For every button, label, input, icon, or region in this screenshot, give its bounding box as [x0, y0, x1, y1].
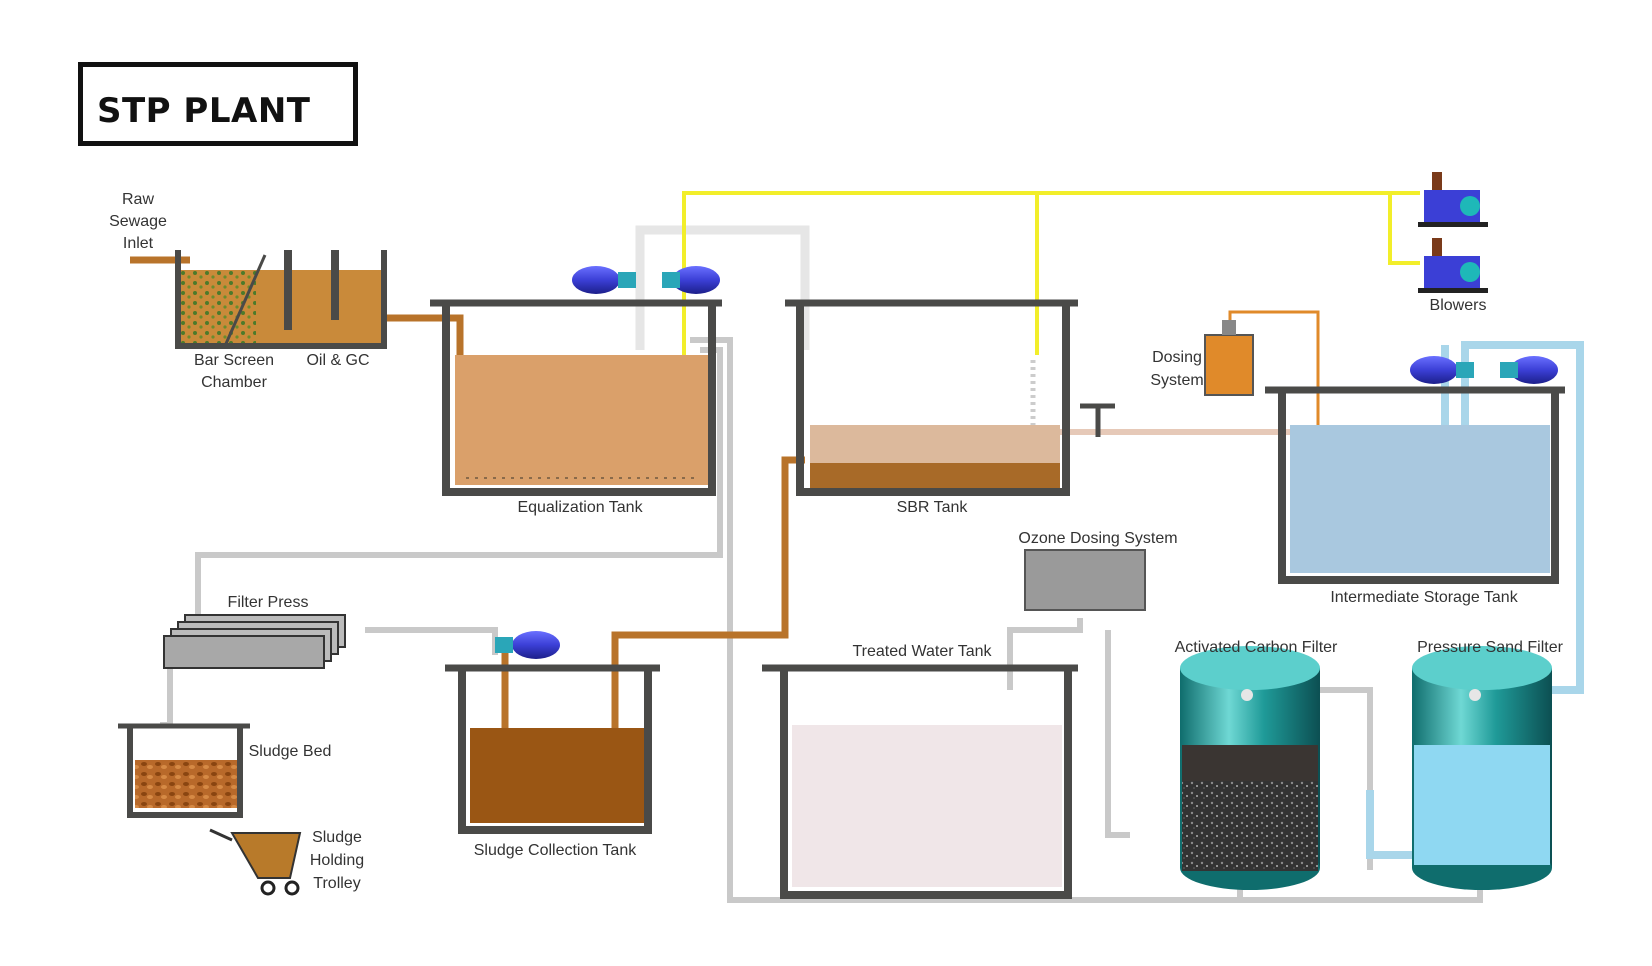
label-equalization-tank: Equalization Tank	[517, 499, 643, 516]
label-filter-press: Filter Press	[228, 594, 309, 611]
page-title: STP PLANT	[97, 91, 311, 131]
sludge-collection-tank	[445, 664, 660, 834]
label-bar-screen-2: Chamber	[201, 374, 267, 391]
ozone-dosing-system	[1024, 549, 1146, 611]
pressure-sand-filter	[1412, 646, 1552, 890]
label-sbr-tank: SBR Tank	[897, 499, 969, 516]
pump-ist-1	[1410, 356, 1474, 384]
pump-ist-2	[1500, 356, 1558, 384]
bar-screen-chamber	[175, 250, 387, 349]
label-ozone-dosing-system: Ozone Dosing System	[1018, 530, 1177, 547]
label-raw-sewage-1: Raw	[122, 191, 154, 208]
label-activated-carbon-filter: Activated Carbon Filter	[1175, 639, 1338, 656]
label-trolley-2: Holding	[310, 852, 364, 869]
label-dosing-2: System	[1150, 372, 1203, 389]
sludge-bed	[118, 723, 250, 818]
sbr-tank	[785, 299, 1115, 496]
title-box: STP PLANT	[78, 62, 358, 146]
intermediate-storage-tank	[1265, 386, 1565, 584]
blower-1	[1418, 172, 1488, 227]
sludge-holding-trolley	[209, 828, 302, 896]
blower-2	[1418, 238, 1488, 293]
label-trolley-3: Trolley	[313, 875, 360, 892]
pump-eq-2	[662, 266, 720, 294]
activated-carbon-filter	[1180, 646, 1320, 890]
filter-press	[163, 614, 346, 669]
label-treated-water-tank: Treated Water Tank	[852, 643, 992, 660]
dosing-system	[1204, 320, 1254, 396]
label-pressure-sand-filter: Pressure Sand Filter	[1417, 639, 1564, 656]
pump-eq-1	[572, 266, 636, 294]
label-dosing-1: Dosing	[1152, 349, 1202, 366]
equalization-tank	[430, 299, 722, 496]
label-raw-sewage-2: Sewage	[109, 213, 167, 230]
label-blowers: Blowers	[1430, 297, 1487, 314]
pump-sludge	[495, 631, 560, 659]
label-sludge-collection-tank: Sludge Collection Tank	[474, 842, 637, 859]
label-sludge-bed: Sludge Bed	[249, 743, 332, 760]
label-trolley-1: Sludge	[312, 829, 362, 846]
label-bar-screen-1: Bar Screen	[194, 352, 274, 369]
label-raw-sewage-3: Inlet	[123, 235, 154, 252]
label-intermediate-storage-tank: Intermediate Storage Tank	[1330, 589, 1518, 606]
treated-water-tank	[762, 664, 1078, 899]
label-oil-gc: Oil & GC	[306, 352, 369, 369]
